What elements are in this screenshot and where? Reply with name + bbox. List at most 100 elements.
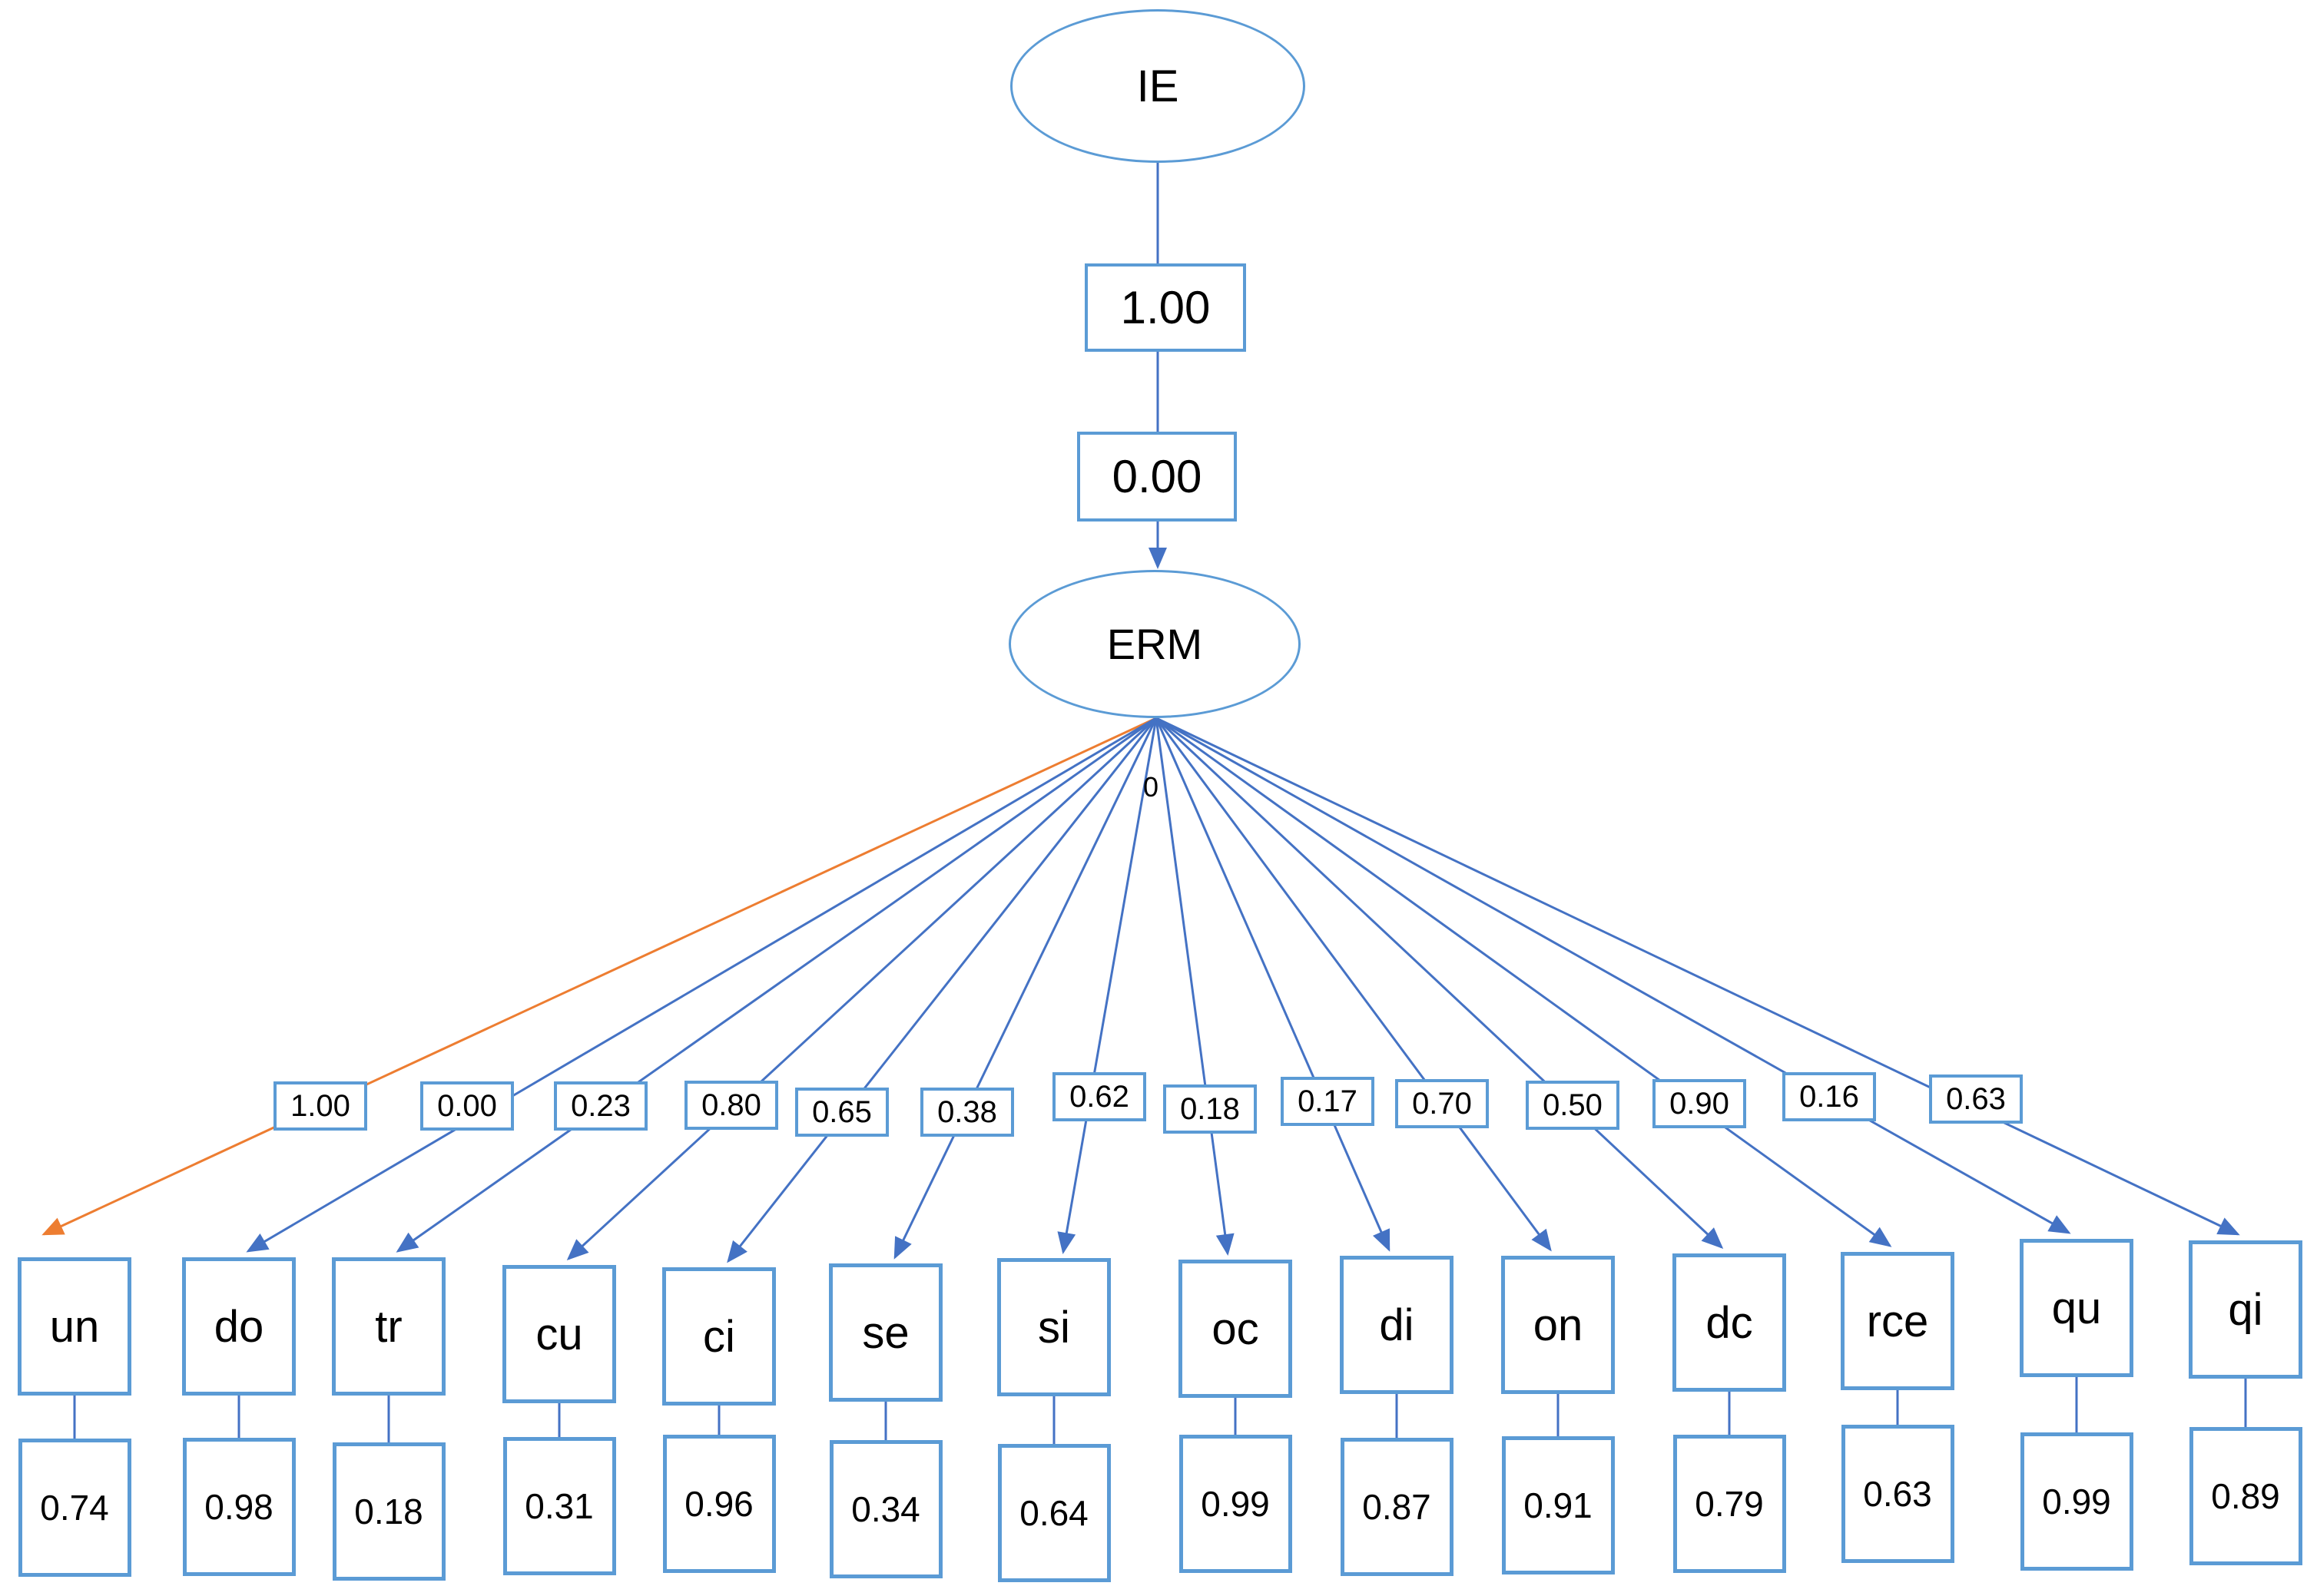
error-variance-box-cu: 0.31 — [502, 1437, 616, 1575]
error-variance-box-on-text: 0.91 — [1523, 1485, 1593, 1525]
indicator-box-si: si — [997, 1258, 1111, 1396]
loading-box-qu-text: 0.16 — [1799, 1079, 1859, 1114]
error-variance-box-si: 0.64 — [997, 1444, 1111, 1582]
loading-box-di-text: 0.17 — [1298, 1084, 1357, 1118]
indicator-box-cu: cu — [502, 1265, 616, 1403]
loading-box-dc-text: 0.50 — [1543, 1088, 1603, 1122]
loading-box-ci-text: 0.65 — [812, 1094, 872, 1129]
error-variance-box-qu-text: 0.99 — [2042, 1482, 2111, 1521]
indicator-box-si-text: si — [1038, 1302, 1070, 1353]
loading-box-tr-text: 0.23 — [571, 1088, 631, 1123]
indicator-box-qu: qu — [2020, 1239, 2133, 1377]
indicator-box-un-text: un — [49, 1301, 100, 1352]
loading-box-tr: 0.23 — [554, 1081, 648, 1131]
loading-box-se-text: 0.38 — [937, 1094, 997, 1129]
loading-box-qi: 0.63 — [1929, 1074, 2023, 1124]
error-variance-box-rce-text: 0.63 — [1863, 1474, 1932, 1514]
loading-box-oc-text: 0.18 — [1180, 1091, 1240, 1126]
indicator-box-un: un — [18, 1257, 131, 1396]
structural-coef-1-value: 1.00 — [1120, 282, 1211, 333]
error-variance-box-tr: 0.18 — [332, 1442, 446, 1581]
loading-arrow-do — [246, 717, 1157, 1253]
error-variance-box-qi-text: 0.89 — [2211, 1476, 2280, 1516]
indicator-box-tr: tr — [332, 1257, 446, 1396]
error-variance-box-oc-text: 0.99 — [1201, 1484, 1270, 1524]
indicator-box-oc: oc — [1178, 1260, 1292, 1398]
indicator-box-dc: dc — [1672, 1253, 1786, 1392]
indicator-box-oc-text: oc — [1212, 1303, 1259, 1354]
error-variance-box-di: 0.87 — [1340, 1438, 1453, 1576]
loading-arrow-se — [893, 717, 1158, 1260]
loading-arrow-oc — [1155, 717, 1235, 1256]
loading-box-ci: 0.65 — [795, 1088, 889, 1137]
indicator-box-do: do — [182, 1257, 296, 1396]
indicator-box-on: on — [1501, 1256, 1615, 1394]
loading-box-un: 1.00 — [273, 1081, 367, 1131]
error-variance-box-qu: 0.99 — [2020, 1432, 2133, 1571]
loading-arrow-rce — [1155, 717, 1892, 1247]
error-variance-box-cu-text: 0.31 — [525, 1486, 594, 1526]
latent-erm-label: ERM — [1106, 620, 1203, 668]
indicator-box-rce-text: rce — [1866, 1296, 1929, 1346]
error-variance-box-tr-text: 0.18 — [354, 1492, 423, 1531]
error-variance-box-se-text: 0.34 — [851, 1489, 920, 1529]
indicator-box-qi: qi — [2189, 1240, 2302, 1379]
loading-box-oc: 0.18 — [1163, 1084, 1257, 1134]
error-variance-box-dc: 0.79 — [1672, 1435, 1786, 1573]
indicator-box-rce: rce — [1841, 1252, 1954, 1390]
indicator-box-dc-text: dc — [1705, 1297, 1753, 1348]
loading-box-cu-text: 0.80 — [701, 1088, 761, 1122]
loading-arrow-on — [1155, 717, 1552, 1252]
zero-annotation: 0 — [1143, 771, 1159, 803]
loading-arrow-cu — [566, 717, 1158, 1261]
loading-arrow-un — [41, 717, 1157, 1236]
loading-box-si: 0.62 — [1052, 1072, 1146, 1121]
indicator-box-qi-text: qi — [2228, 1284, 2263, 1335]
indicator-box-qu-text: qu — [2051, 1283, 2102, 1333]
loading-arrow-dc — [1155, 717, 1724, 1250]
loading-arrow-qi — [1155, 717, 2240, 1236]
error-variance-box-qi: 0.89 — [2189, 1427, 2302, 1565]
loading-box-di: 0.17 — [1281, 1077, 1374, 1126]
indicator-box-di: di — [1340, 1256, 1453, 1394]
indicator-box-di-text: di — [1379, 1300, 1414, 1350]
indicator-box-tr-text: tr — [375, 1301, 403, 1352]
structural-coef-box-2: 0.00 — [1077, 432, 1237, 522]
loading-box-do-text: 0.00 — [437, 1088, 497, 1123]
error-variance-box-di-text: 0.87 — [1362, 1487, 1431, 1527]
error-variance-box-un: 0.74 — [18, 1439, 131, 1577]
loading-arrow-si — [1057, 717, 1158, 1254]
loading-box-cu: 0.80 — [684, 1081, 778, 1130]
loading-arrow-ci — [727, 717, 1158, 1263]
structural-coef-box-1: 1.00 — [1085, 263, 1246, 352]
loading-arrow-di — [1155, 717, 1390, 1252]
latent-erm-ellipse: ERM — [1009, 570, 1301, 718]
loading-box-dc: 0.50 — [1526, 1081, 1619, 1130]
error-variance-box-ci-text: 0.96 — [684, 1484, 754, 1524]
loading-arrow-qu — [1155, 717, 2071, 1234]
loading-box-si-text: 0.62 — [1069, 1079, 1129, 1114]
indicator-box-on-text: on — [1533, 1300, 1583, 1350]
loading-box-qu: 0.16 — [1782, 1072, 1876, 1121]
error-variance-box-oc: 0.99 — [1178, 1435, 1292, 1573]
indicator-box-cu-text: cu — [535, 1309, 583, 1359]
loading-arrow-tr — [396, 717, 1157, 1253]
error-variance-box-se: 0.34 — [829, 1440, 943, 1578]
loading-box-qi-text: 0.63 — [1946, 1081, 2006, 1116]
loading-box-on: 0.70 — [1395, 1079, 1489, 1128]
error-variance-box-do-text: 0.98 — [204, 1487, 273, 1527]
error-variance-box-dc-text: 0.79 — [1695, 1484, 1764, 1524]
loading-box-do: 0.00 — [420, 1081, 514, 1131]
loading-box-rce: 0.90 — [1652, 1079, 1746, 1128]
structural-coef-2-value: 0.00 — [1112, 451, 1202, 502]
latent-ie-label: IE — [1136, 61, 1179, 111]
indicator-box-se: se — [829, 1263, 943, 1402]
error-variance-box-un-text: 0.74 — [40, 1488, 109, 1528]
loading-box-se: 0.38 — [920, 1088, 1014, 1137]
indicator-box-do-text: do — [214, 1301, 264, 1352]
indicator-box-ci-text: ci — [703, 1311, 735, 1362]
error-variance-box-rce: 0.63 — [1841, 1425, 1954, 1563]
loading-box-un-text: 1.00 — [290, 1088, 350, 1123]
